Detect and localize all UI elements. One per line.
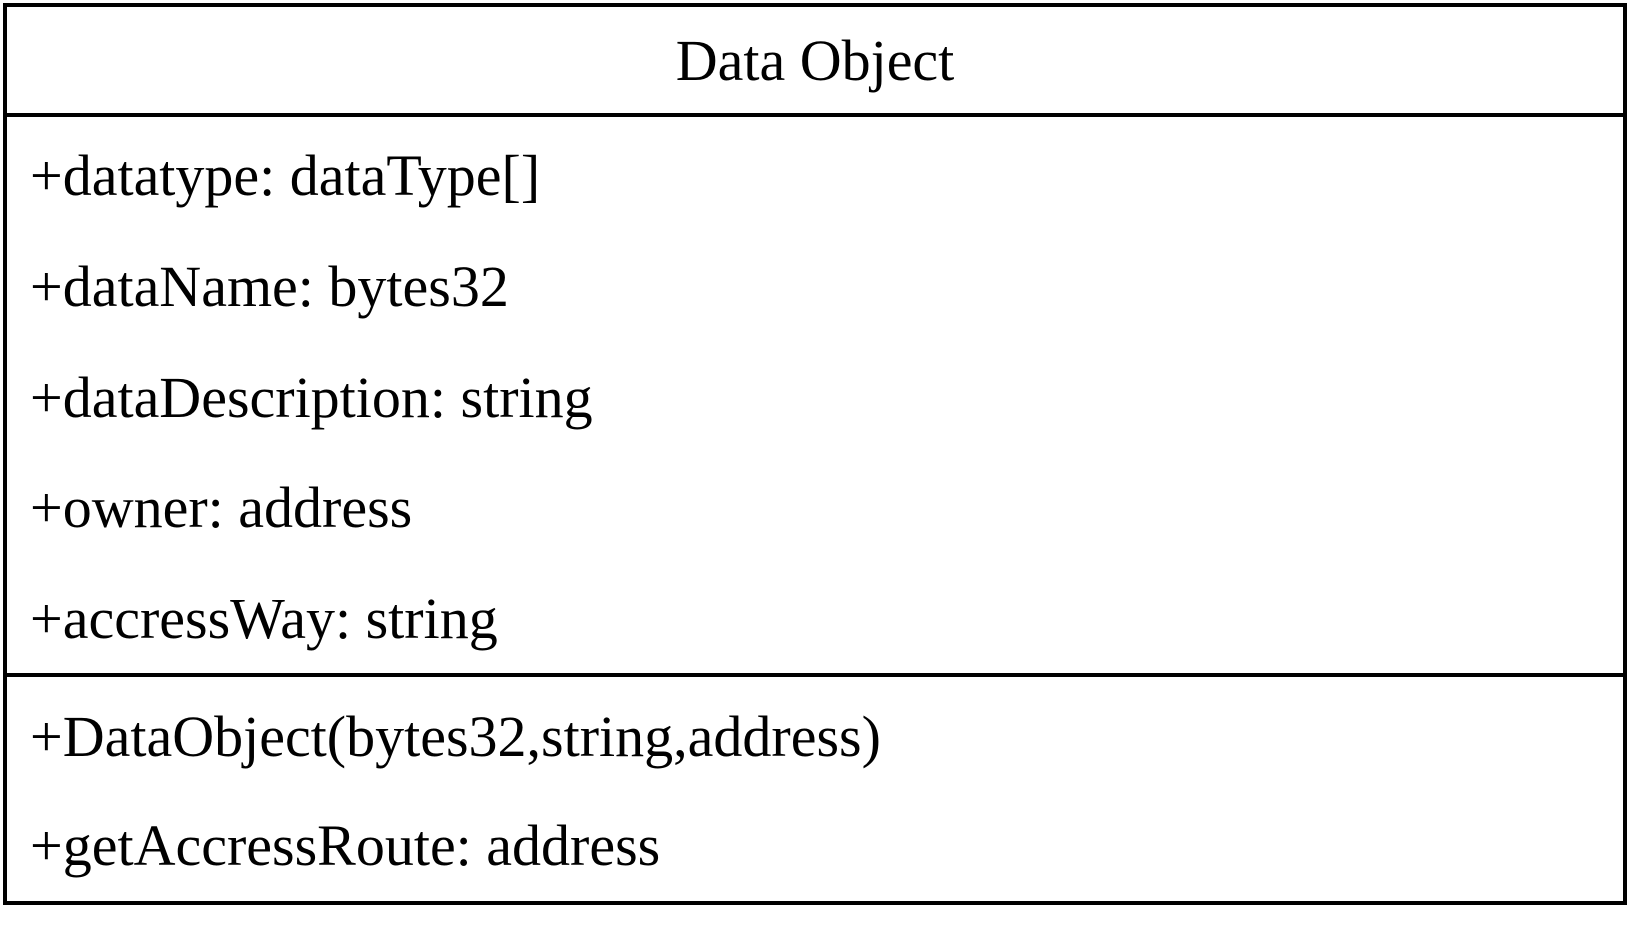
operation-constructor: +DataObject(bytes32,string,address) (30, 704, 881, 769)
attribute-dataname: +dataName: bytes32 (30, 254, 509, 319)
attribute-accressway: +accressWay: string (30, 586, 498, 651)
attributes-compartment: +datatype: dataType[] +dataName: bytes32… (7, 117, 1623, 677)
class-name: Data Object (7, 7, 1623, 117)
attribute-datatype: +datatype: dataType[] (30, 143, 541, 208)
attribute-owner: +owner: address (30, 475, 413, 540)
uml-class-box: Data Object +datatype: dataType[] +dataN… (3, 3, 1627, 905)
operations-compartment: +DataObject(bytes32,string,address) +get… (7, 677, 1623, 901)
attribute-datadescription: +dataDescription: string (30, 365, 593, 430)
operation-getaccressroute: +getAccressRoute: address (30, 813, 661, 878)
